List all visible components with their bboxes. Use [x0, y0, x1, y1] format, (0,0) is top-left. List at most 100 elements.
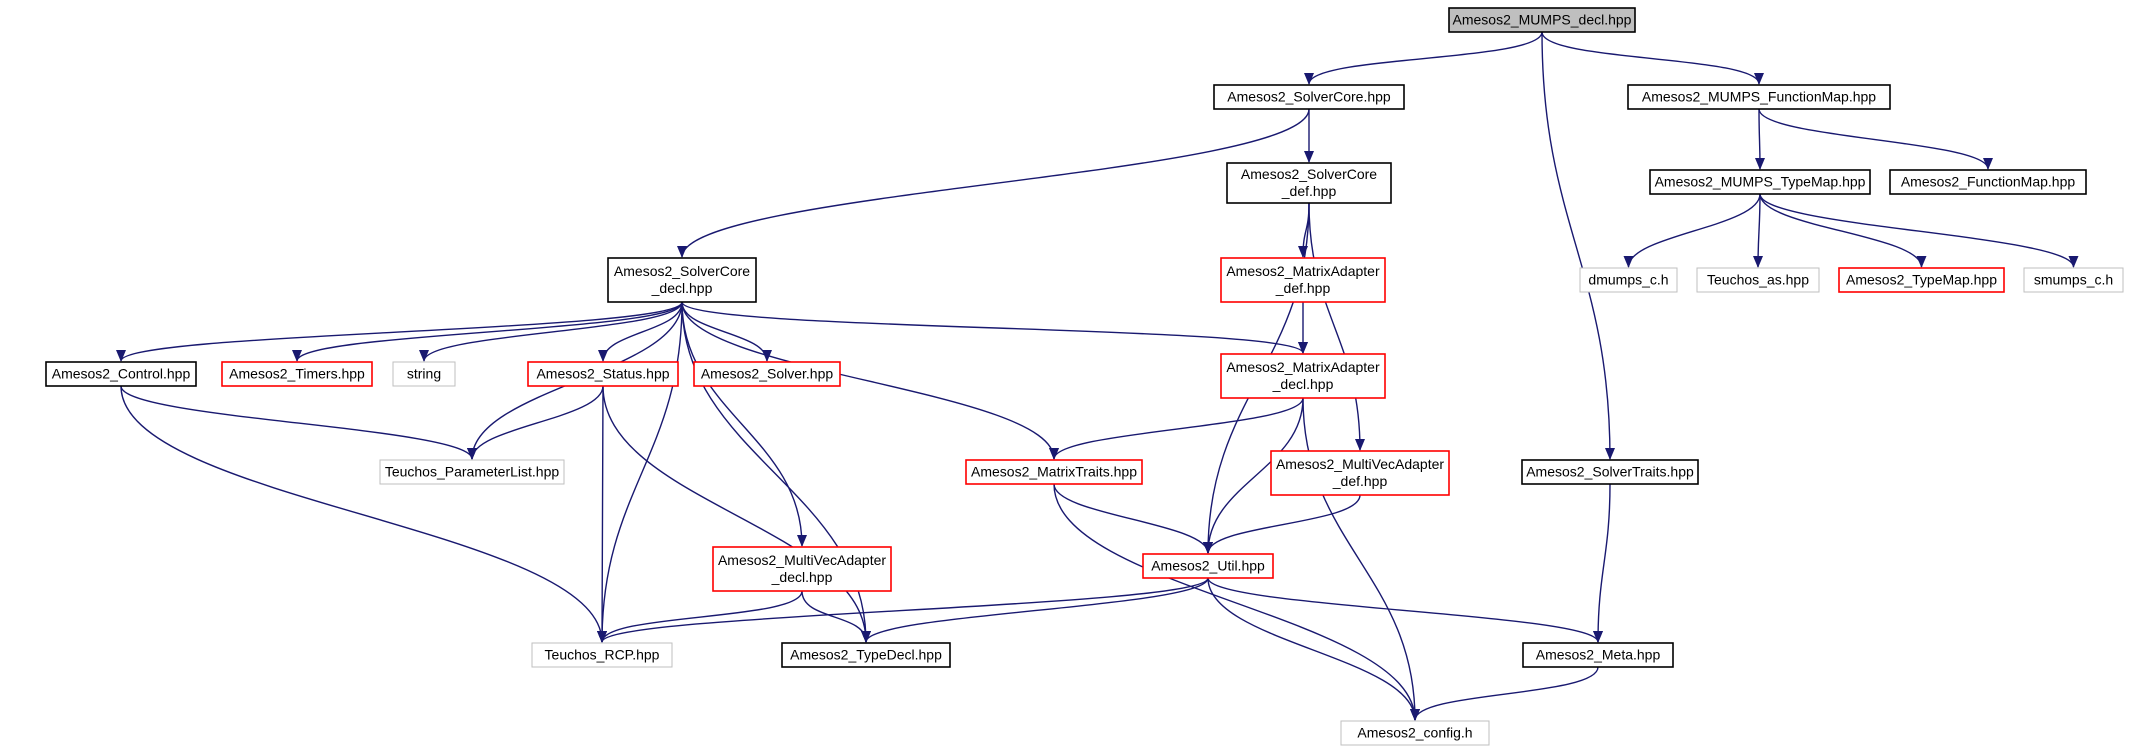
node-box-solvercore_def — [1226, 162, 1392, 204]
edge-solvercore_decl-to-solver — [681, 301, 772, 362]
node-solvercore[interactable]: Amesos2_SolverCore.hpp — [1213, 84, 1405, 110]
edge-mumps_decl-to-solvercore — [1304, 31, 1543, 85]
edge-control-to-paramlist — [120, 385, 477, 460]
edge-util-to-typedecl — [861, 577, 1209, 643]
node-box-multivec_decl — [712, 546, 892, 592]
node-control[interactable]: Amesos2_Control.hpp — [45, 361, 197, 387]
edge-matrixadapter_decl-to-matrixtraits — [1049, 397, 1304, 460]
node-label: Amesos2_Status.hpp — [536, 366, 669, 382]
node-multivec_decl[interactable]: Amesos2_MultiVecAdapter_decl.hpp — [712, 546, 892, 592]
node-label: Amesos2_FunctionMap.hpp — [1901, 174, 2076, 190]
node-label: Amesos2_TypeMap.hpp — [1846, 272, 1997, 288]
node-box-timers — [221, 361, 373, 387]
node-box-mumps_typemap — [1649, 169, 1871, 195]
node-solvercore_decl[interactable]: Amesos2_SolverCore_decl.hpp — [607, 257, 757, 303]
node-matrixadapter_decl[interactable]: Amesos2_MatrixAdapter_decl.hpp — [1220, 353, 1386, 399]
node-box-config — [1340, 720, 1490, 746]
edge-status-to-typedecl — [602, 385, 871, 643]
node-label: Amesos2_Util.hpp — [1151, 558, 1265, 574]
edge-util-to-meta — [1207, 577, 1603, 643]
edge-solvercore_decl-to-string — [419, 301, 683, 362]
node-box-dmumps — [1579, 267, 1678, 293]
node-label: Amesos2_MUMPS_FunctionMap.hpp — [1642, 89, 1876, 105]
node-label: _decl.hpp — [651, 280, 713, 296]
edge-meta-to-config — [1410, 666, 1599, 721]
node-mumps_funcmap[interactable]: Amesos2_MUMPS_FunctionMap.hpp — [1627, 84, 1891, 110]
node-solvercore_def[interactable]: Amesos2_SolverCore_def.hpp — [1226, 162, 1392, 204]
node-label: Amesos2_Meta.hpp — [1536, 647, 1661, 663]
node-teuchos_as[interactable]: Teuchos_as.hpp — [1696, 267, 1820, 293]
edge-mumps_decl-to-solvertraits — [1541, 31, 1615, 460]
node-paramlist[interactable]: Teuchos_ParameterList.hpp — [379, 459, 565, 485]
edge-solvercore_decl-to-teuchos_rcp — [597, 301, 683, 643]
node-label: Amesos2_MatrixAdapter — [1226, 359, 1380, 375]
node-box-status — [527, 361, 679, 387]
node-typemap[interactable]: Amesos2_TypeMap.hpp — [1838, 267, 2005, 293]
node-meta[interactable]: Amesos2_Meta.hpp — [1522, 642, 1674, 668]
node-label: dmumps_c.h — [1588, 272, 1668, 288]
node-smumps[interactable]: smumps_c.h — [2023, 267, 2124, 293]
node-label: Amesos2_MUMPS_TypeMap.hpp — [1655, 174, 1866, 190]
node-box-teuchos_as — [1696, 267, 1820, 293]
node-box-teuchos_rcp — [531, 642, 673, 668]
node-label: _decl.hpp — [771, 569, 833, 585]
node-config[interactable]: Amesos2_config.h — [1340, 720, 1490, 746]
node-label: _decl.hpp — [1272, 376, 1334, 392]
node-solver[interactable]: Amesos2_Solver.hpp — [693, 361, 841, 387]
edge-mumps_funcmap-to-funcmap — [1758, 108, 1993, 170]
node-dmumps[interactable]: dmumps_c.h — [1579, 267, 1678, 293]
edge-status-to-teuchos_rcp — [597, 385, 608, 643]
node-mumps_typemap[interactable]: Amesos2_MUMPS_TypeMap.hpp — [1649, 169, 1871, 195]
node-label: Amesos2_SolverCore — [614, 263, 750, 279]
node-label: Amesos2_MultiVecAdapter — [718, 552, 886, 568]
edge-mumps_typemap-to-teuchos_as — [1753, 193, 1764, 268]
node-mumps_decl[interactable]: Amesos2_MUMPS_decl.hpp — [1448, 7, 1636, 33]
node-matrixtraits[interactable]: Amesos2_MatrixTraits.hpp — [965, 459, 1143, 485]
edge-solvercore_decl-to-matrixtraits — [681, 301, 1059, 460]
node-label: Amesos2_SolverTraits.hpp — [1526, 464, 1694, 480]
node-timers[interactable]: Amesos2_Timers.hpp — [221, 361, 373, 387]
node-string[interactable]: string — [392, 361, 456, 387]
node-label: Amesos2_SolverCore.hpp — [1227, 89, 1391, 105]
node-matrixadapter_def[interactable]: Amesos2_MatrixAdapter_def.hpp — [1220, 257, 1386, 303]
node-teuchos_rcp[interactable]: Teuchos_RCP.hpp — [531, 642, 673, 668]
node-box-matrixadapter_def — [1220, 257, 1386, 303]
edge-util-to-teuchos_rcp — [597, 577, 1209, 643]
node-status[interactable]: Amesos2_Status.hpp — [527, 361, 679, 387]
node-label: Teuchos_as.hpp — [1707, 272, 1809, 288]
node-box-multivec_def — [1270, 450, 1450, 496]
node-label: Amesos2_Control.hpp — [52, 366, 191, 382]
node-label: Amesos2_config.h — [1357, 725, 1472, 741]
node-label: Amesos2_MUMPS_decl.hpp — [1453, 12, 1632, 28]
node-util[interactable]: Amesos2_Util.hpp — [1142, 553, 1274, 579]
edge-solvercore_def-to-multivec_def — [1308, 202, 1365, 451]
edge-mumps_funcmap-to-mumps_typemap — [1754, 108, 1765, 170]
node-box-solvercore_decl — [607, 257, 757, 303]
node-multivec_def[interactable]: Amesos2_MultiVecAdapter_def.hpp — [1270, 450, 1450, 496]
node-label: Amesos2_Timers.hpp — [229, 366, 365, 382]
node-box-typemap — [1838, 267, 2005, 293]
node-label: _def.hpp — [1275, 280, 1331, 296]
nodes-layer: Amesos2_MUMPS_decl.hppAmesos2_SolverCore… — [45, 7, 2124, 746]
edge-matrixtraits-to-config — [1053, 483, 1420, 721]
node-label: _def.hpp — [1281, 183, 1337, 199]
edge-multivec_def-to-util — [1203, 494, 1361, 554]
node-label: Amesos2_MultiVecAdapter — [1276, 456, 1444, 472]
edge-solvercore_decl-to-timers — [292, 301, 683, 362]
node-label: Amesos2_TypeDecl.hpp — [790, 647, 942, 663]
node-label: Amesos2_MatrixAdapter — [1226, 263, 1380, 279]
node-label: Teuchos_RCP.hpp — [545, 647, 660, 663]
node-label: Amesos2_Solver.hpp — [701, 366, 834, 382]
edge-mumps_decl-to-mumps_funcmap — [1541, 31, 1764, 85]
edge-matrixadapter_decl-to-util — [1203, 397, 1304, 554]
edge-status-to-paramlist — [467, 385, 604, 460]
node-box-solvercore — [1213, 84, 1405, 110]
node-box-mumps_funcmap — [1627, 84, 1891, 110]
node-solvertraits[interactable]: Amesos2_SolverTraits.hpp — [1521, 459, 1699, 485]
node-typedecl[interactable]: Amesos2_TypeDecl.hpp — [781, 642, 951, 668]
node-funcmap[interactable]: Amesos2_FunctionMap.hpp — [1889, 169, 2087, 195]
node-box-solver — [693, 361, 841, 387]
edge-matrixadapter_decl-to-config — [1302, 397, 1420, 721]
node-box-meta — [1522, 642, 1674, 668]
